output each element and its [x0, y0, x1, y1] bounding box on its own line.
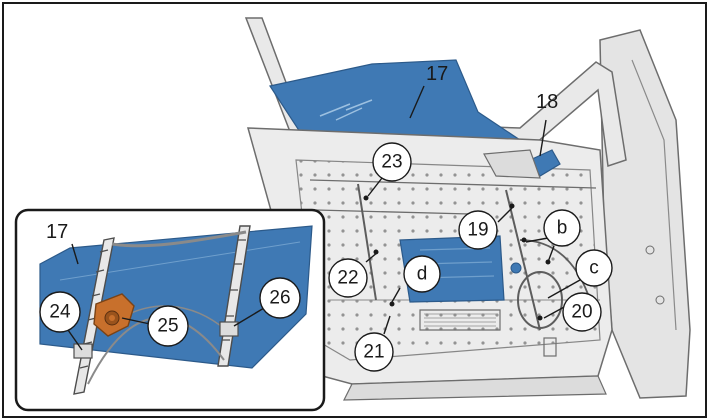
callout-d: d: [403, 255, 441, 293]
door-glass: [269, 59, 523, 141]
callout-20: 20: [562, 292, 602, 332]
callout-b: b: [543, 209, 581, 247]
label-b: b: [557, 218, 568, 239]
regulator-rail-left: [357, 183, 377, 301]
leader-lines: [365, 85, 581, 335]
label-22: 22: [337, 268, 358, 289]
label-d: d: [417, 264, 428, 285]
label-18: 18: [536, 91, 558, 113]
label-21: 21: [363, 342, 384, 363]
label-23: 23: [381, 152, 402, 173]
callout-23: 23: [372, 142, 412, 182]
callout-26: 26: [259, 277, 301, 319]
regulator-rail-right: [505, 189, 541, 331]
label-25: 25: [157, 316, 178, 337]
callout-22: 22: [328, 258, 368, 298]
label-17-inset: 17: [46, 221, 68, 243]
label-20: 20: [571, 302, 592, 323]
label-19: 19: [467, 220, 488, 241]
callout-21: 21: [354, 332, 394, 372]
callout-19: 19: [458, 210, 498, 250]
regulator-inset: 17 24 25 26: [14, 208, 326, 412]
label-26: 26: [269, 288, 290, 309]
callout-25: 25: [147, 305, 189, 347]
label-c: c: [589, 258, 599, 279]
callout-24: 24: [39, 291, 81, 333]
label-24: 24: [49, 302, 71, 323]
callout-c: c: [575, 249, 613, 287]
door-assembly: [244, 17, 691, 401]
label-17-main: 17: [426, 63, 448, 85]
